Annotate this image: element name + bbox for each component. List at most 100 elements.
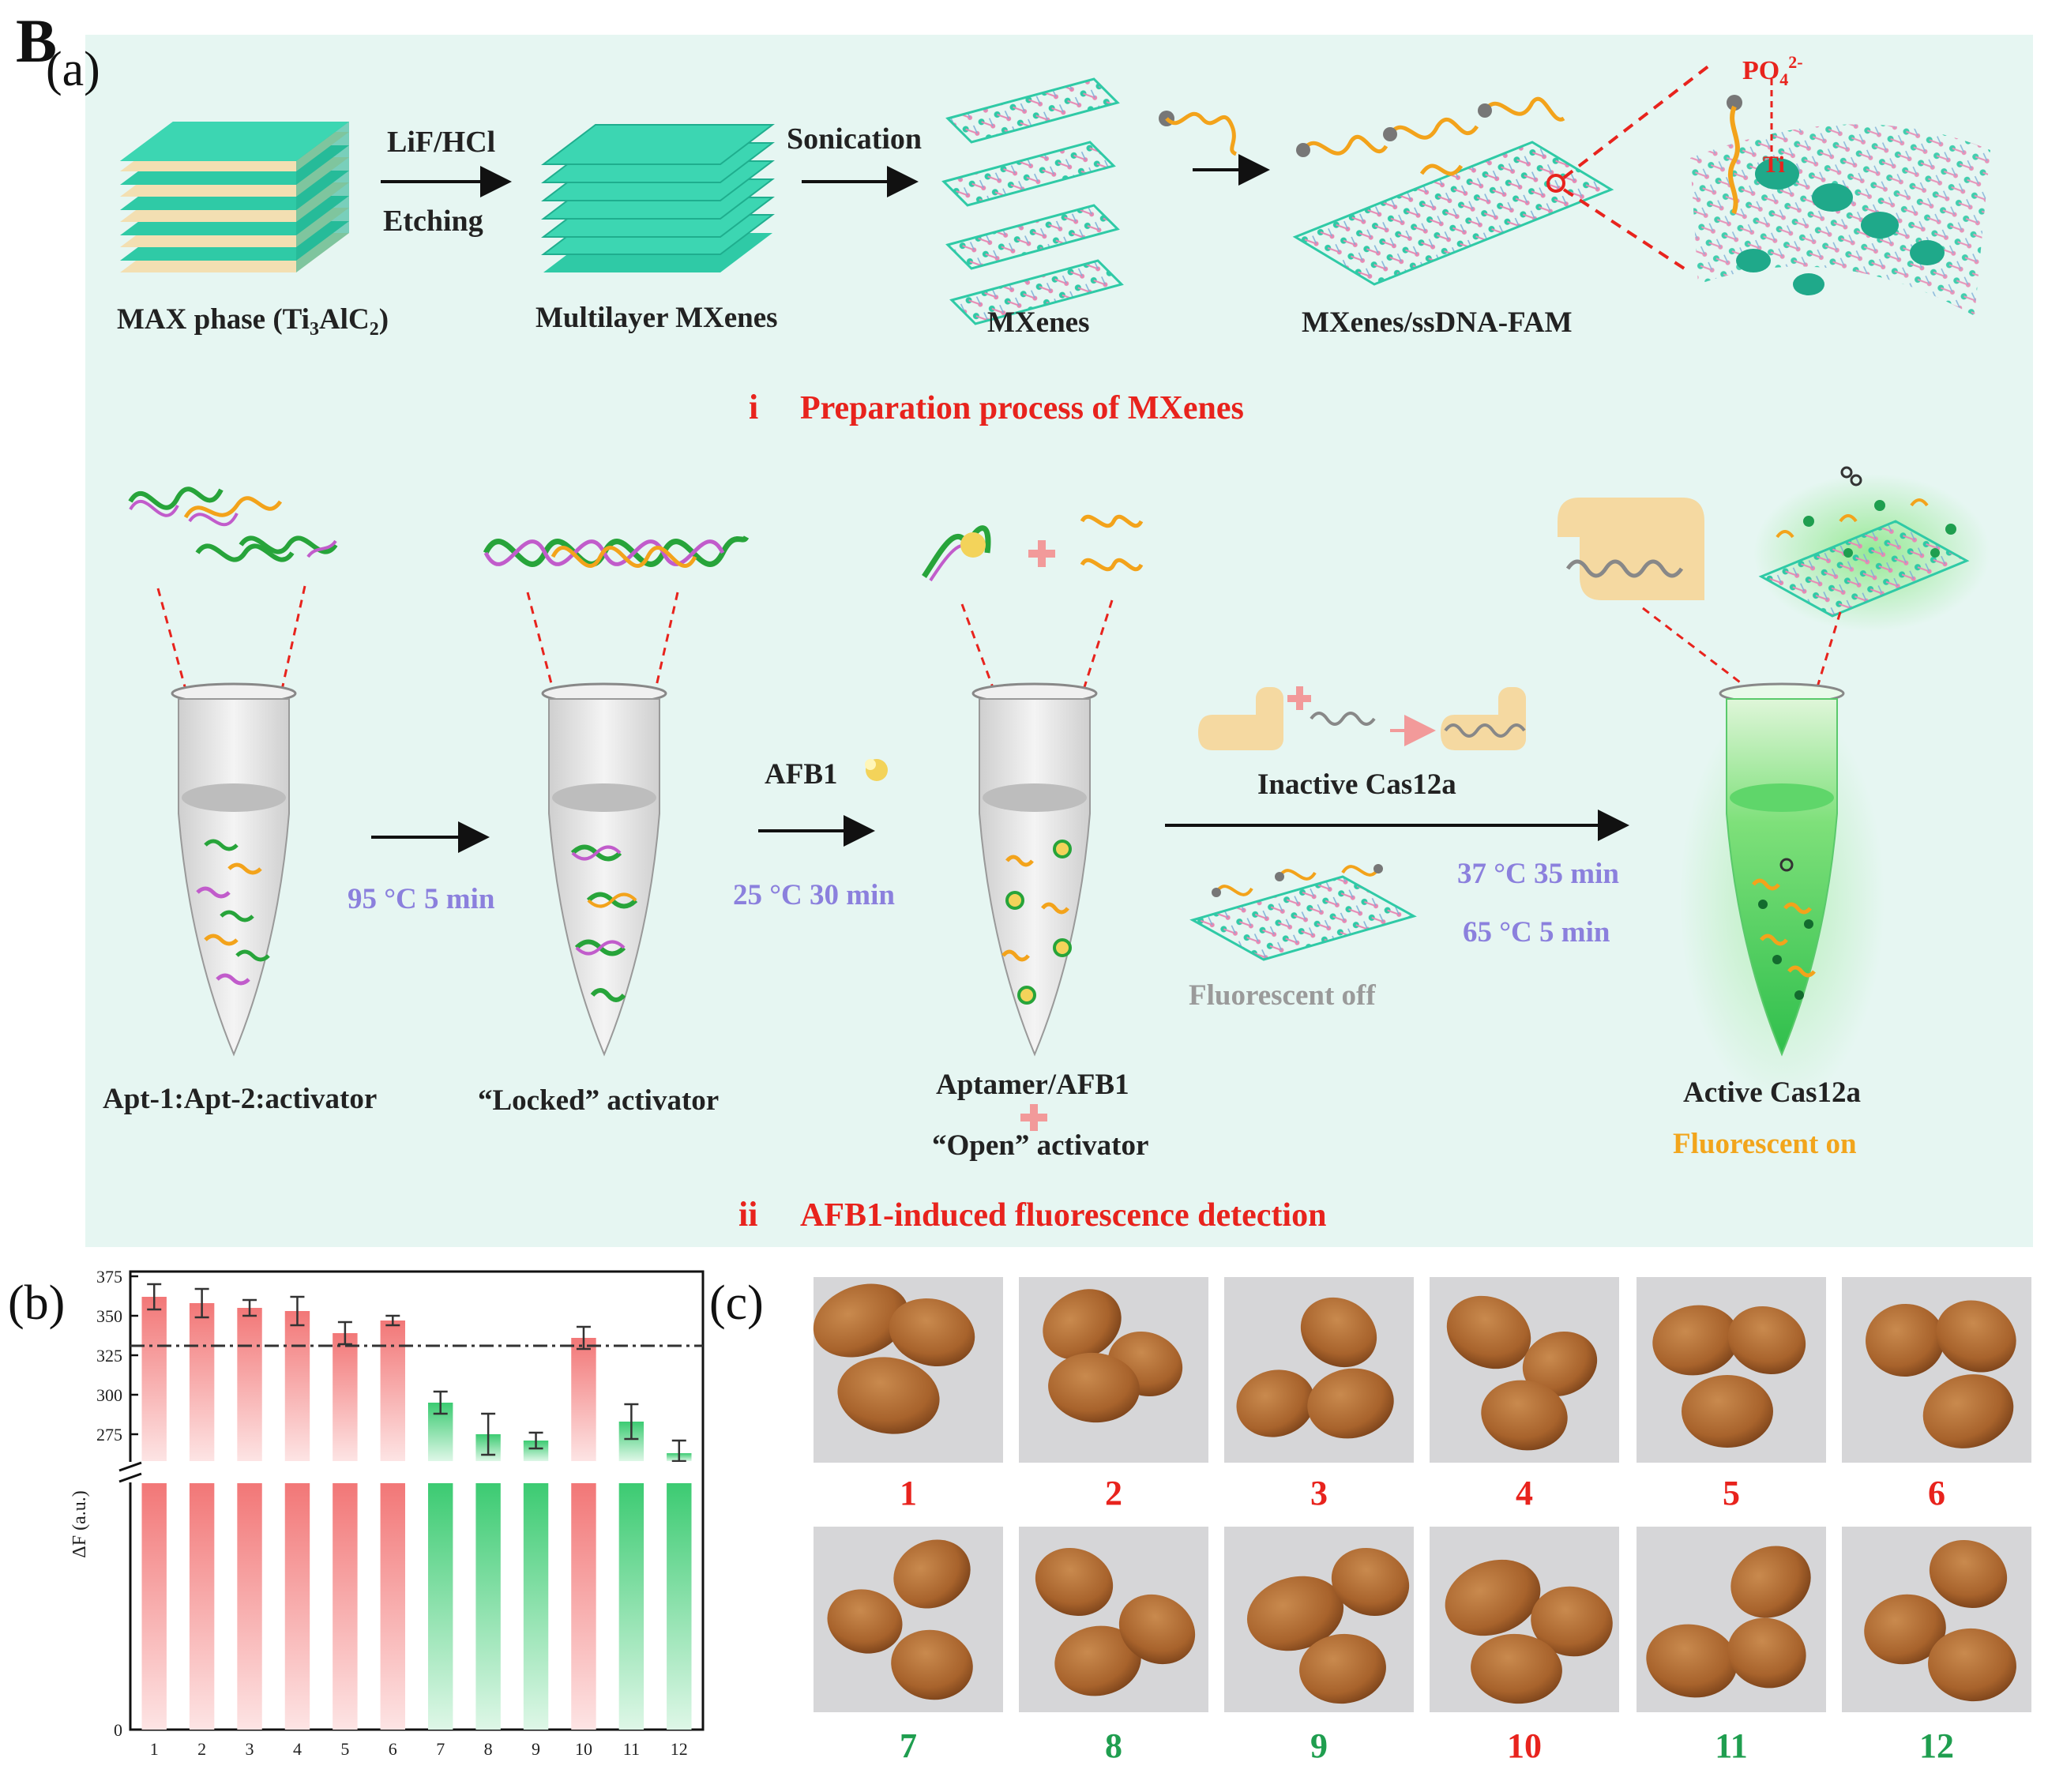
sample-number: 12 [1919,1726,1954,1765]
tube-1-label: Apt-1:Apt-2:activator [103,1083,377,1115]
bar-lower [141,1483,167,1730]
section-ii-title: AFB1-induced fluorescence detection [800,1197,1326,1234]
bar-lower [571,1483,596,1730]
panel-b-label: (b) [8,1276,65,1330]
zoomed-mxene-surface [1690,79,1990,316]
sample-number: 5 [1723,1474,1740,1512]
chart-frame [129,1270,705,1731]
peanut-kernel [1866,1303,1945,1377]
bar-lower [333,1483,358,1730]
arrow-sonication-label: Sonication [787,122,922,156]
peanut-kernel [889,1298,975,1366]
bar-upper [380,1321,405,1461]
peanut-kernel [1646,1624,1738,1698]
sample-number: 8 [1105,1726,1122,1765]
zoom-ti-label: Ti [1763,152,1785,178]
section-ii-roman: ii [738,1195,757,1234]
bar-upper [333,1333,358,1461]
tube-4 [1679,682,1885,1106]
arrow-etching-top-label: LiF/HCl [387,126,495,159]
bar-lower [189,1483,215,1730]
peanut-kernel [1246,1576,1344,1651]
peanut-kernel [1471,1633,1562,1704]
peanut-kernel [1446,1295,1531,1369]
peanut-kernel [1236,1369,1315,1437]
step1-condition: 95 °C 5 min [348,883,495,915]
mxene-quenched-sheet [1189,864,1417,961]
section-i-title: Preparation process of MXenes [800,390,1244,426]
tube-2-label: “Locked” activator [478,1084,719,1117]
peanut-kernel [1445,1559,1541,1636]
peanut-kernel [1727,1617,1806,1689]
bar-upper [284,1311,310,1461]
y-tick-label: 375 [96,1267,122,1287]
peanut-kernel [837,1357,940,1434]
tube-3-label-2: “Open” activator [932,1129,1148,1162]
tube-4-label: Active Cas12a [1683,1076,1861,1109]
tube-3-label-1: Aptamer/AFB1 [936,1069,1129,1101]
panel-a-label: (a) [46,43,100,96]
bar-upper [189,1303,215,1461]
x-tick-label: 5 [340,1739,349,1759]
tube-1 [128,487,338,1057]
axis-break-band [118,1462,692,1482]
peanut-kernel [1048,1352,1140,1423]
cas12a-activation-inset [1198,686,1526,750]
peanut-kernel [1727,1305,1806,1375]
y-tick-label: 325 [96,1346,122,1366]
inactive-cas12a-label: Inactive Cas12a [1257,768,1456,801]
peanut-kernel [1035,1547,1114,1617]
peanut-kernel [827,1589,903,1654]
peanut-kernel [891,1629,973,1700]
peanut-kernel [1922,1374,2014,1448]
afb1-icon [865,759,888,781]
bar-lower [618,1483,644,1730]
tube-3 [922,514,1144,1057]
x-tick-label: 12 [671,1739,688,1759]
y-tick-label: 350 [96,1306,122,1326]
x-tick-label: 6 [389,1739,397,1759]
bar-upper [571,1338,596,1461]
bar-lower [475,1483,501,1730]
peanut-kernel [1652,1305,1739,1376]
bar-lower [237,1483,262,1730]
mxenes-ssdna-label: MXenes/ssDNA-FAM [1302,306,1573,339]
max-phase-label: MAX phase (Ti3AlC2) [117,303,389,340]
peanut-kernel [1118,1594,1196,1665]
sample-number: 4 [1516,1474,1533,1512]
multilayer-mxenes-label: Multilayer MXenes [535,302,778,334]
section-i-roman: i [749,388,758,426]
tube-2 [483,535,750,1057]
bar-upper [141,1297,167,1461]
plus-icon-under-tube-3 [1020,1104,1047,1131]
ssdna-fam-probe [1159,111,1238,156]
peanut-kernel [1864,1594,1946,1665]
peanut-kernel [1299,1633,1386,1704]
sample-number: 10 [1507,1726,1542,1765]
bar-lower [523,1483,549,1730]
peanut-kernel [1730,1546,1811,1618]
peanut-kernel [893,1539,971,1609]
sample-number: 2 [1105,1474,1122,1512]
y-tick-label: 275 [96,1425,122,1444]
sample-number: 1 [900,1474,917,1512]
bar-lower [667,1483,692,1730]
multilayer-mxenes-stack [541,124,775,272]
peanut-kernel [1682,1375,1773,1448]
zoom-po4-label: PO42- [1742,52,1803,89]
x-tick-label: 7 [436,1739,445,1759]
peanut-kernel [1307,1368,1394,1439]
mxenes-ssdna-complex [1292,96,1614,286]
cleaved-reporter-inset [1753,466,1990,632]
peanut-kernel [1531,1586,1613,1657]
x-tick-label: 3 [246,1739,254,1759]
bar-lower [380,1483,405,1730]
x-tick-label: 4 [293,1739,302,1759]
peanut-kernel [1300,1297,1377,1368]
peanut-kernel [1054,1625,1141,1696]
zoom-line-bottom [1562,188,1692,274]
x-tick-label: 9 [532,1739,540,1759]
